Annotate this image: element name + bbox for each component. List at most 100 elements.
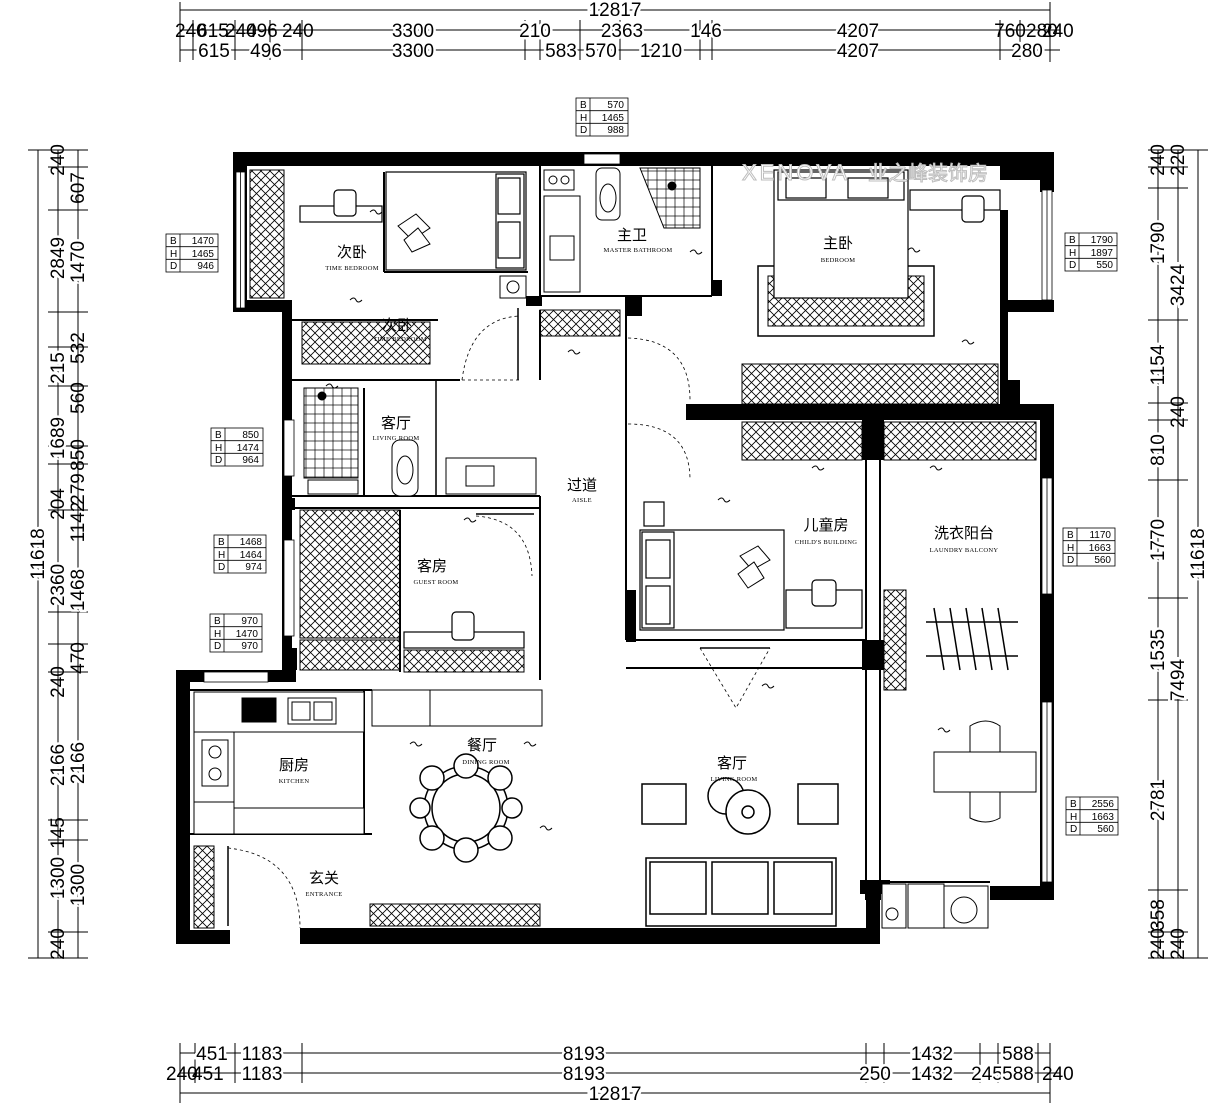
box-value: 970: [241, 616, 258, 627]
dim-label: 240: [1042, 21, 1074, 42]
box-label: D: [215, 455, 222, 466]
dim-label: 2166: [48, 744, 69, 786]
box-label: B: [1070, 799, 1077, 810]
dim-label: 532: [68, 332, 89, 364]
dim-label: 240: [1042, 1064, 1074, 1085]
dim-label: 760: [994, 21, 1026, 42]
dim-label: 240: [48, 666, 69, 698]
box-label: H: [170, 249, 177, 260]
top-dimension-labels: 12817 240 615 240 496 240 3300 210 2363 …: [175, 0, 1074, 65]
box-value: 1465: [192, 249, 215, 260]
dim-label: 280: [1011, 41, 1043, 62]
dim-label: 2849: [48, 237, 69, 279]
dim-label: 1154: [1148, 344, 1169, 385]
room-labels: 次卧 TIME BEDROOM 次卧 TIME BEDROOM 主卫 MASTE…: [279, 226, 999, 898]
box-label: B: [1069, 235, 1076, 246]
room-label-en: LAUNDRY BALCONY: [930, 547, 999, 554]
room-label-en: CHILD'S BUILDING: [795, 539, 857, 546]
top-total-dim: 12817: [589, 0, 642, 21]
box-value: 974: [245, 562, 262, 573]
box-value: 1468: [240, 537, 263, 548]
room-label-guest-room: 客房: [417, 557, 447, 575]
right-dimension-labels: 240 220 1790 1154 810 1770 1535 2781 358…: [1146, 144, 1212, 960]
room-label-laundry-balcony: 洗衣阳台: [934, 524, 994, 542]
box-label: D: [1069, 260, 1076, 271]
stove-icon: [543, 169, 575, 191]
dim-label: 280: [1026, 21, 1058, 42]
dim-label: 240: [48, 144, 69, 176]
box-value: 1663: [1092, 812, 1115, 823]
box-label: B: [218, 537, 225, 548]
dim-label: 240: [282, 21, 314, 42]
bottom-dimensions: [179, 1043, 1060, 1103]
dim-label: 4207: [837, 41, 879, 62]
watermark-text: 业之峰装饰房: [868, 161, 988, 185]
bottom-total-dim: 12817: [589, 1084, 642, 1105]
box-label: H: [1067, 543, 1074, 554]
dim-label: 7494: [1168, 658, 1189, 701]
dim-label: 570: [585, 41, 617, 62]
door-leaves: [227, 308, 770, 926]
box-value: 1897: [1091, 248, 1114, 259]
right-dimensions: [1148, 149, 1208, 959]
bathroom-fixtures: [303, 167, 701, 497]
box-label: H: [1069, 248, 1076, 259]
room-label-en: LIVING ROOM: [711, 776, 758, 783]
dim-label: 8193: [563, 1064, 605, 1085]
dim-label: 1210: [640, 41, 682, 62]
bottom-dimension-labels: 451 1183 8193 1432 588 240 451 1183 8193…: [166, 1042, 1074, 1109]
dim-label: 250: [859, 1064, 891, 1085]
dim-label: 560: [68, 382, 89, 414]
dim-label: 583: [545, 41, 577, 62]
right-total-dim: 11618: [1188, 528, 1209, 579]
box-value: 560: [1097, 824, 1114, 835]
dim-label: 1770: [1148, 519, 1169, 561]
dim-label: 2360: [48, 564, 69, 606]
room-label-living-room: 客厅: [717, 754, 747, 772]
dim-label: 1183: [242, 1044, 283, 1065]
dim-label: 1300: [48, 857, 69, 899]
dim-label: 240: [175, 21, 207, 42]
room-label-secondary-bedroom: 次卧: [337, 243, 367, 261]
dim-label: 220: [1168, 144, 1189, 176]
doors: [227, 315, 771, 929]
dim-label: 496: [250, 41, 282, 62]
dim-label: 470: [68, 642, 89, 674]
room-label-secondary-bedroom-2: 次卧: [382, 316, 412, 334]
box-value: 964: [242, 455, 259, 466]
dim-label: 3300: [392, 21, 434, 42]
box-label: D: [218, 562, 225, 573]
room-label-en: ENTRANCE: [305, 891, 342, 898]
box-label: D: [170, 261, 177, 272]
laundry-fixtures: [881, 607, 1037, 929]
dim-label: 3300: [392, 41, 434, 62]
box-value: 1465: [602, 113, 625, 124]
box-value: 850: [242, 430, 259, 441]
dim-label: 810: [1148, 434, 1169, 466]
wardrobes-and-cabinets: [193, 169, 1037, 929]
sink-icon: [549, 235, 575, 261]
room-label-master-bathroom: 主卫: [617, 226, 647, 244]
box-label: D: [1070, 824, 1077, 835]
dim-label: 451: [192, 1064, 224, 1085]
dim-label: 1689: [48, 417, 69, 459]
dim-label: 240: [1148, 928, 1169, 960]
box-value: 550: [1096, 260, 1113, 271]
dim-label: 240: [1148, 144, 1169, 176]
room-label-living-small: 客厅: [381, 414, 411, 432]
outlet-symbols: [325, 209, 975, 831]
kitchen-fixtures: [193, 689, 543, 835]
room-label-en: AISLE: [572, 497, 592, 504]
dim-label: 588: [1002, 1064, 1034, 1085]
room-label-master-bedroom: 主卧: [823, 234, 853, 252]
room-label-entrance: 玄关: [309, 869, 339, 887]
dim-label: 210: [519, 21, 551, 42]
dim-label: 240: [1168, 928, 1189, 960]
